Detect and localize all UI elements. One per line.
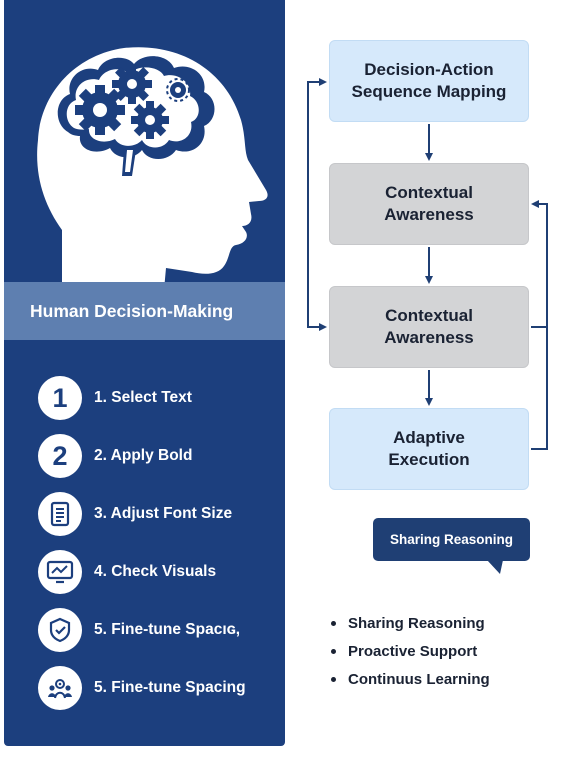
callout-tail: [487, 560, 503, 574]
gear-icon-top: [112, 64, 152, 104]
gear-icon-large: [75, 85, 125, 135]
step-label: 4. Check Visuals: [94, 563, 217, 580]
step-item-check-visuals: 4. Check Visuals: [38, 550, 216, 594]
step-label: 1. Select Text: [94, 389, 192, 406]
step-item-apply-bold: 2 2. Apply Bold: [38, 434, 192, 478]
step-label: 3. Adjust Font Size: [94, 505, 233, 522]
gear-icon-small: [166, 78, 190, 102]
bullet-dot: [331, 676, 336, 682]
bullet-item: Continuus Learning: [331, 665, 490, 693]
bullet-item: Proactive Support: [331, 637, 490, 665]
flow-box-contextual-awareness-1: Contextual Awareness: [329, 163, 529, 245]
document-icon: [38, 492, 82, 536]
step-label: 2. Apply Bold: [94, 447, 193, 464]
bullet-list: Sharing Reasoning Proactive Support Cont…: [331, 609, 490, 693]
people-target-icon: [38, 666, 82, 710]
gear-icon-bottom: [131, 101, 169, 139]
shield-check-icon: [38, 608, 82, 652]
bullet-dot: [331, 648, 336, 654]
monitor-icon: [38, 550, 82, 594]
flow-box-contextual-awareness-2: Contextual Awareness: [329, 286, 529, 368]
bullet-item: Sharing Reasoning: [331, 609, 490, 637]
step-label: 5. Fine-tune Spacing: [94, 679, 246, 696]
flow-box-adaptive-execution: Adaptive Execution: [329, 408, 529, 490]
loop-arrow-right: [531, 200, 548, 450]
callout-sharing-reasoning: Sharing Reasoning: [373, 518, 530, 561]
step-item-adjust-font-size: 3. Adjust Font Size: [38, 492, 232, 536]
step-item-select-text: 1 1. Select Text: [38, 376, 192, 420]
panel-title: Human Decision-Making: [4, 282, 285, 340]
step-item-fine-tune-spacing-1: 5. Fine-tune Spacıɢ,: [38, 608, 240, 652]
head-gears-illustration: [37, 47, 268, 290]
step-item-fine-tune-spacing-2: 5. Fine-tune Spacing: [38, 666, 246, 710]
loop-arrow-left: [307, 78, 327, 328]
number-one-badge: 1: [38, 376, 82, 420]
left-panel: Human Decision-Making 1 1. Select Text 2…: [4, 0, 285, 746]
bullet-dot: [331, 620, 336, 626]
number-two-badge: 2: [38, 434, 82, 478]
step-label: 5. Fine-tune Spacıɢ,: [94, 621, 241, 638]
flow-box-decision-action: Decision-Action Sequence Mapping: [329, 40, 529, 122]
